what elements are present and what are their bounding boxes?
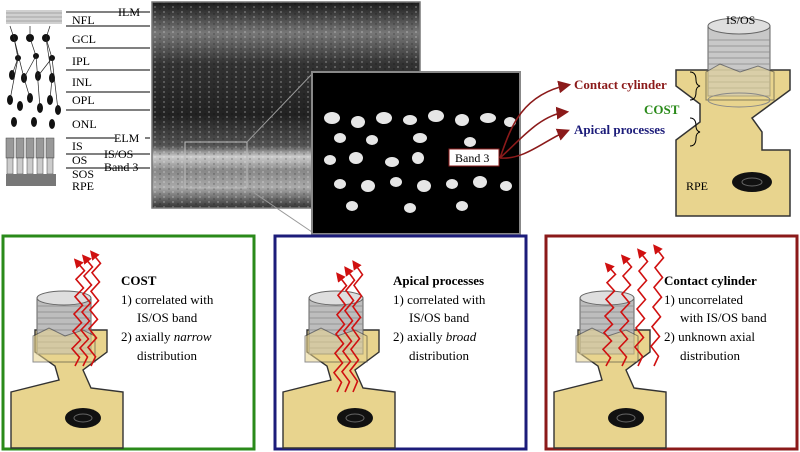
light-wave xyxy=(601,262,617,367)
panel-title: Contact cylinder xyxy=(664,273,757,288)
light-wave xyxy=(332,272,348,393)
light-wave xyxy=(70,258,86,367)
photoreceptor-schematic: IS/OS RPE xyxy=(675,13,791,217)
schematic-rpe-label: RPE xyxy=(686,179,708,193)
layer-onl-label: ONL xyxy=(72,117,97,131)
inner-segment-overlap xyxy=(32,327,96,363)
layer-isos-label: IS/OS xyxy=(104,147,133,161)
panel-line-4: distribution xyxy=(137,348,197,363)
panel-line-2: IS/OS band xyxy=(409,310,470,325)
layer-opl-label: OPL xyxy=(72,93,95,107)
layer-rpe-label: RPE xyxy=(72,179,94,193)
oct-zoom-region xyxy=(184,141,248,189)
panel-line-2: with IS/OS band xyxy=(680,310,767,325)
layer-inl-label: INL xyxy=(72,75,92,89)
layer-guides xyxy=(66,11,150,169)
light-wave xyxy=(633,248,649,367)
inner-segment-overlap xyxy=(304,327,368,363)
layer-nfl-label: NFL xyxy=(72,13,95,27)
layer-ipl-label: IPL xyxy=(72,54,90,68)
light-wave xyxy=(340,266,356,393)
layer-gcl-label: GCL xyxy=(72,32,96,46)
nucleus-ring xyxy=(345,413,365,423)
inset-band3-box xyxy=(448,148,500,167)
schematic-labels: Contact cylinder COST Apical processes xyxy=(574,77,680,137)
label-contact-cylinder: Contact cylinder xyxy=(574,77,667,92)
layer-labels: ILM NFL GCL IPL INL OPL ONL ELM IS IS/OS… xyxy=(72,5,140,193)
panel-line-1: 1) uncorrelated xyxy=(664,292,744,307)
panel-title: COST xyxy=(121,273,157,288)
panel-line-2: IS/OS band xyxy=(137,310,198,325)
light-wave xyxy=(649,244,665,367)
layer-band3-label: Band 3 xyxy=(104,160,138,174)
nucleus-ring xyxy=(73,413,93,423)
nucleus-ring xyxy=(616,413,636,423)
inset-band3-label: Band 3 xyxy=(455,151,489,165)
cylinder-top xyxy=(308,290,364,306)
light-wave xyxy=(617,254,633,367)
label-cost: COST xyxy=(644,102,680,117)
panel-line-3: 2) axially narrow xyxy=(121,329,212,344)
panel-title: Apical processes xyxy=(393,273,484,288)
light-wave xyxy=(78,254,94,367)
retina-cell-drawing xyxy=(5,10,62,186)
panel-3: Contact cylinder 1) uncorrelated with IS/O… xyxy=(544,234,799,451)
label-apical-processes: Apical processes xyxy=(574,122,665,137)
light-wave xyxy=(349,260,364,393)
light-wave xyxy=(86,250,102,367)
panel-line-4: distribution xyxy=(680,348,740,363)
nucleus xyxy=(608,408,644,428)
panel-line-1: 1) correlated with xyxy=(393,292,486,307)
panel-line-3: 2) axially broad xyxy=(393,329,477,344)
nucleus xyxy=(65,408,101,428)
panel-2: Apical processes 1) correlated withIS/OS … xyxy=(273,234,528,451)
layer-os-label: OS xyxy=(72,153,87,167)
oct-inset: Band 3 xyxy=(311,71,521,235)
panel-line-4: distribution xyxy=(409,348,469,363)
schematic-isos-label: IS/OS xyxy=(726,13,755,27)
nucleus xyxy=(337,408,373,428)
layer-sos-label: SOS xyxy=(72,167,94,181)
band3-arrows xyxy=(499,80,572,159)
panel-line-3: 2) unknown axial xyxy=(664,329,755,344)
layer-elm-label: ELM xyxy=(114,131,140,145)
layer-is-label: IS xyxy=(72,139,83,153)
panel-line-1: 1) correlated with xyxy=(121,292,214,307)
layer-ilm-label: ILM xyxy=(118,5,140,19)
